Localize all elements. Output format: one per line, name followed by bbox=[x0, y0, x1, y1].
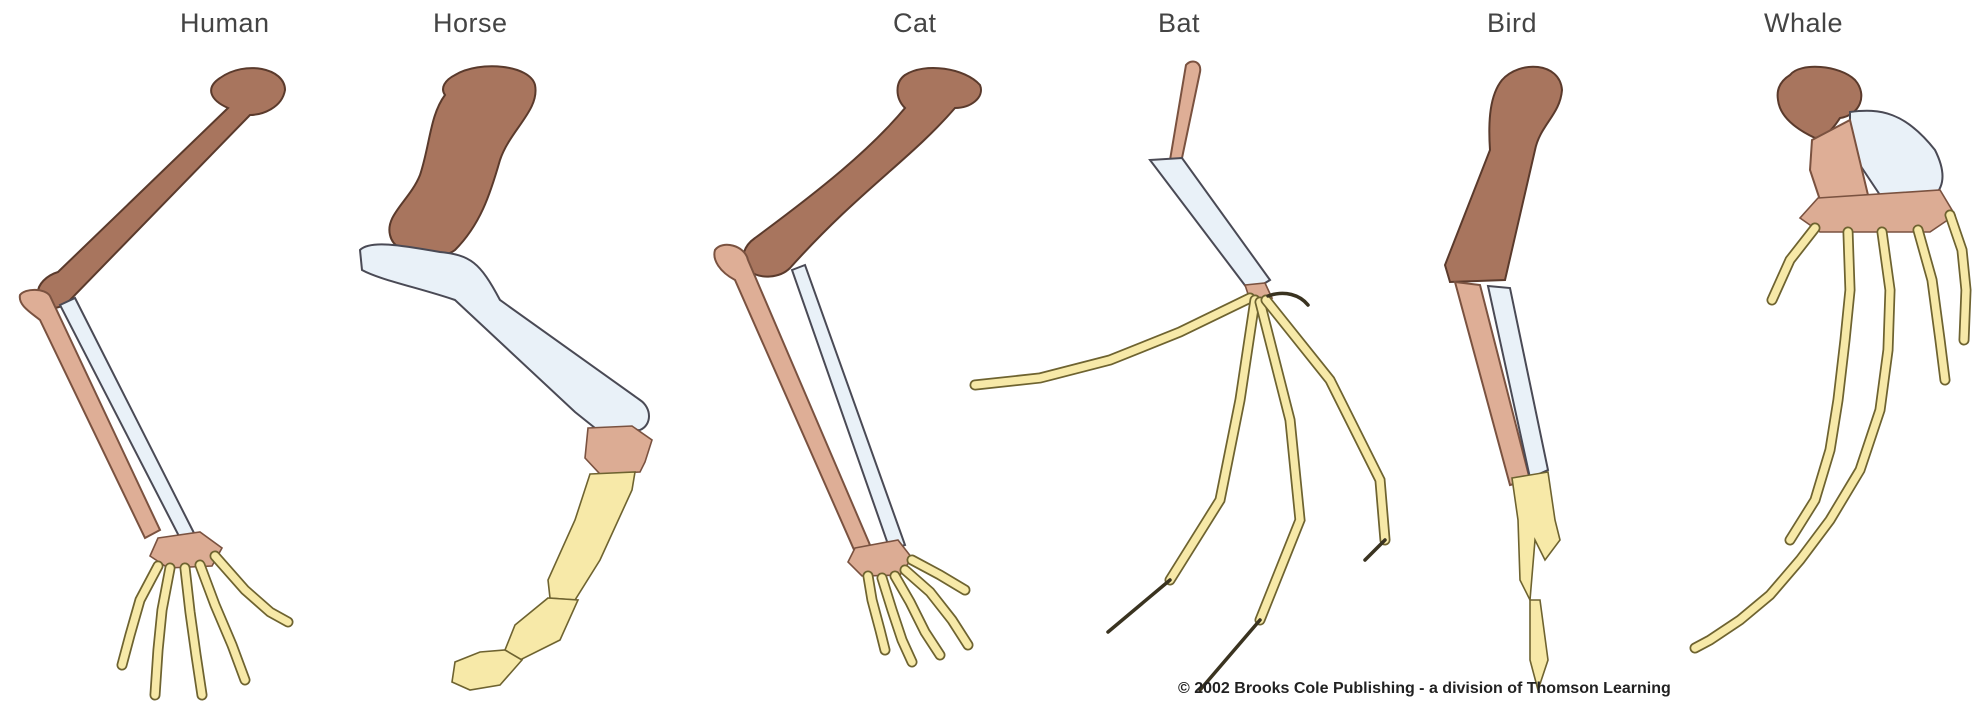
horse-ulna bbox=[360, 244, 649, 432]
horse-cannon-bone bbox=[548, 472, 635, 600]
bird-digit bbox=[1530, 600, 1548, 690]
copyright-credit: © 2002 Brooks Cole Publishing - a divisi… bbox=[1178, 680, 1671, 698]
human-humerus bbox=[38, 68, 285, 308]
bat-forearm bbox=[1150, 158, 1270, 292]
bat-forelimb bbox=[975, 61, 1385, 690]
horse-pastern bbox=[505, 598, 578, 660]
bird-forelimb bbox=[1445, 67, 1562, 690]
whale-flipper bbox=[1695, 67, 1966, 648]
horse-hoof-bone bbox=[452, 650, 522, 690]
human-ulna bbox=[60, 298, 195, 542]
cat-humerus bbox=[743, 68, 981, 277]
horse-forelimb bbox=[360, 66, 652, 690]
bird-carpometacarpus bbox=[1512, 472, 1560, 600]
horse-carpals bbox=[585, 426, 652, 474]
bat-digits bbox=[975, 293, 1385, 690]
whale-digits bbox=[1695, 215, 1966, 648]
bat-humerus bbox=[1170, 61, 1200, 160]
human-forelimb bbox=[20, 68, 288, 695]
human-digits bbox=[122, 556, 288, 695]
cat-digits bbox=[868, 560, 968, 662]
bird-humerus bbox=[1445, 67, 1562, 282]
cat-forelimb bbox=[714, 68, 981, 662]
horse-humerus bbox=[389, 66, 535, 256]
